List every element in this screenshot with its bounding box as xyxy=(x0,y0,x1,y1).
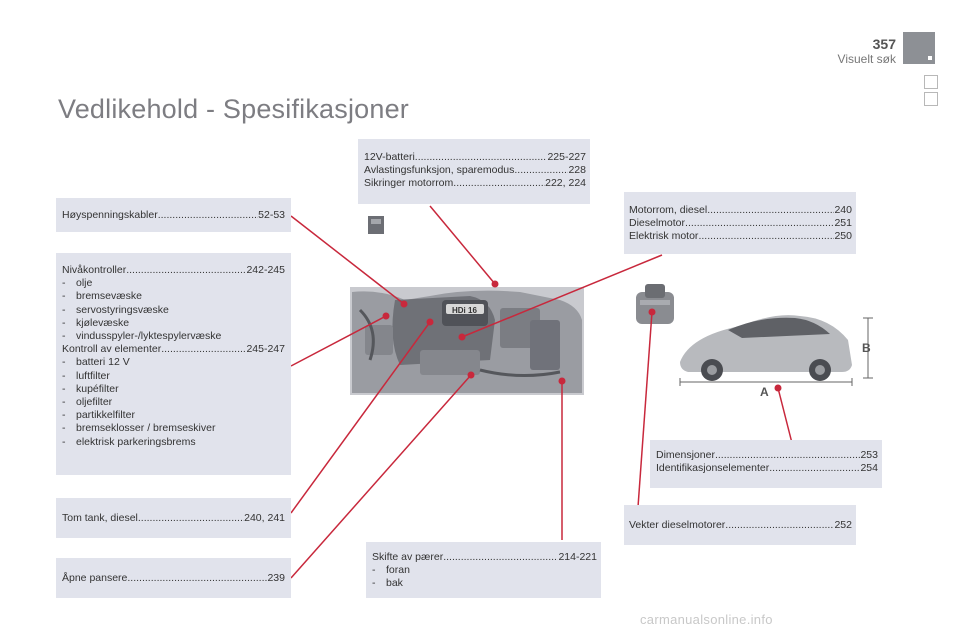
connector-dots xyxy=(382,280,782,392)
page-title: Vedlikehold - Spesifikasjoner xyxy=(58,94,409,124)
link-identification[interactable]: Identifikasjonselementer 254 xyxy=(656,462,878,475)
list-item: -bremseklosser / bremseskiver xyxy=(62,422,216,435)
box-hv-cables: Høyspenningskabler 52-53 xyxy=(56,198,291,232)
list-item: -elektrisk parkeringsbrems xyxy=(62,435,196,448)
box-levels: Nivåkontroller 242-245 -olje -bremsevæsk… xyxy=(56,253,291,475)
visual-search-label[interactable]: Visuelt søk xyxy=(837,52,896,66)
list-item: -servostyringsvæske xyxy=(62,303,169,316)
dimension-length-label: A xyxy=(760,385,769,399)
link-diesel-engine[interactable]: Dieselmotor 251 xyxy=(629,217,852,230)
connector-lines xyxy=(290,205,794,579)
list-item: -batteri 12 V xyxy=(62,356,130,369)
list-item: -kjølevæske xyxy=(62,316,130,329)
list-item: -kupéfilter xyxy=(62,382,119,395)
link-electric-motor[interactable]: Elektrisk motor 250 xyxy=(629,230,852,243)
link-engine-compartment[interactable]: Motorrom, diesel 240 xyxy=(629,204,852,217)
nav-square-2[interactable] xyxy=(924,92,938,106)
list-item: -luftfilter xyxy=(62,369,110,382)
box-engine: Motorrom, diesel 240 Dieselmotor 251 Ele… xyxy=(624,192,856,254)
list-item: -bremsevæske xyxy=(62,290,142,303)
link-element-checks[interactable]: Kontroll av elementer 245-247 xyxy=(62,343,285,356)
tab-marker xyxy=(928,56,932,60)
box-weights: Vekter dieselmotorer 252 xyxy=(624,505,856,545)
link-load-shedding[interactable]: Avlastingsfunksjon, sparemodus 228 xyxy=(364,164,586,177)
box-bulbs: Skifte av pærer 214-221 -foran -bak xyxy=(366,542,601,598)
list-item: -bak xyxy=(372,577,403,590)
nav-square-1[interactable] xyxy=(924,75,938,89)
link-bulb-replacement[interactable]: Skifte av pærer 214-221 xyxy=(372,551,597,564)
list-item: -olje xyxy=(62,277,93,290)
link-empty-tank[interactable]: Tom tank, diesel 240, 241 xyxy=(62,512,285,525)
box-empty-tank: Tom tank, diesel 240, 241 xyxy=(56,498,291,538)
list-item: -foran xyxy=(372,564,410,577)
link-12v-battery[interactable]: 12V-batteri 225-227 xyxy=(364,151,586,164)
engine-bay-illustration: HDi 16 xyxy=(350,287,584,395)
box-open-bonnet: Åpne pansere 239 xyxy=(56,558,291,598)
link-engine-fuses[interactable]: Sikringer motorrom 222, 224 xyxy=(364,177,586,190)
list-item: -partikkelfilter xyxy=(62,409,135,422)
link-open-bonnet[interactable]: Åpne pansere 239 xyxy=(62,572,285,585)
link-weights[interactable]: Vekter dieselmotorer 252 xyxy=(629,519,852,532)
box-dimensions: Dimensjoner 253 Identifikasjonselementer… xyxy=(650,440,882,488)
link-level-checks[interactable]: Nivåkontroller 242-245 xyxy=(62,264,285,277)
engine-badge: HDi 16 xyxy=(452,306,477,315)
page-number: 357 xyxy=(872,36,896,52)
watermark: carmanualsonline.info xyxy=(640,612,773,627)
link-dimensions[interactable]: Dimensjoner 253 xyxy=(656,449,878,462)
dimension-height-label: B xyxy=(862,341,871,355)
filler-cap-icon xyxy=(636,284,674,324)
link-hv-cables[interactable]: Høyspenningskabler 52-53 xyxy=(62,209,285,222)
car-side-illustration: A B xyxy=(679,315,873,399)
box-battery: 12V-batteri 225-227 Avlastingsfunksjon, … xyxy=(358,139,590,204)
list-item: -vindusspyler-/lyktespylervæske xyxy=(62,330,222,343)
fuse-icon xyxy=(368,216,384,234)
list-item: -oljefilter xyxy=(62,396,113,409)
